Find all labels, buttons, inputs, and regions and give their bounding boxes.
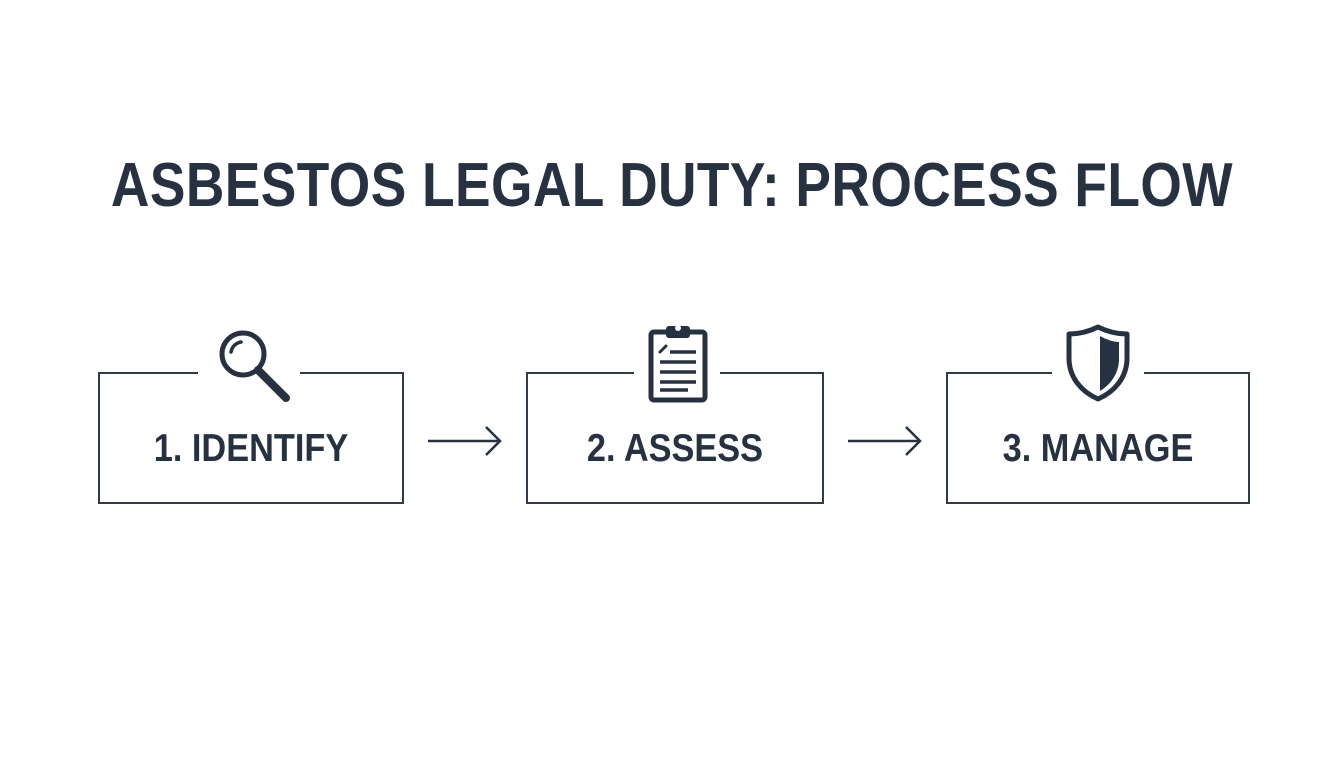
- arrow-right-icon: [428, 426, 502, 456]
- clipboard-icon: [648, 325, 708, 403]
- step-assess-label: 2. ASSESS: [586, 427, 764, 470]
- shield-icon: [1066, 324, 1130, 402]
- step-manage-label: 3. MANAGE: [1002, 427, 1194, 470]
- step-identify-box: 1. IDENTIFY: [98, 368, 404, 504]
- page-title: ASBESTOS LEGAL DUTY: PROCESS FLOW: [110, 151, 1234, 220]
- magnifying-glass-icon: [219, 330, 290, 402]
- step-identify-label: 1. IDENTIFY: [153, 427, 349, 470]
- arrow-right-icon: [848, 426, 922, 456]
- icon-gap: [634, 368, 720, 380]
